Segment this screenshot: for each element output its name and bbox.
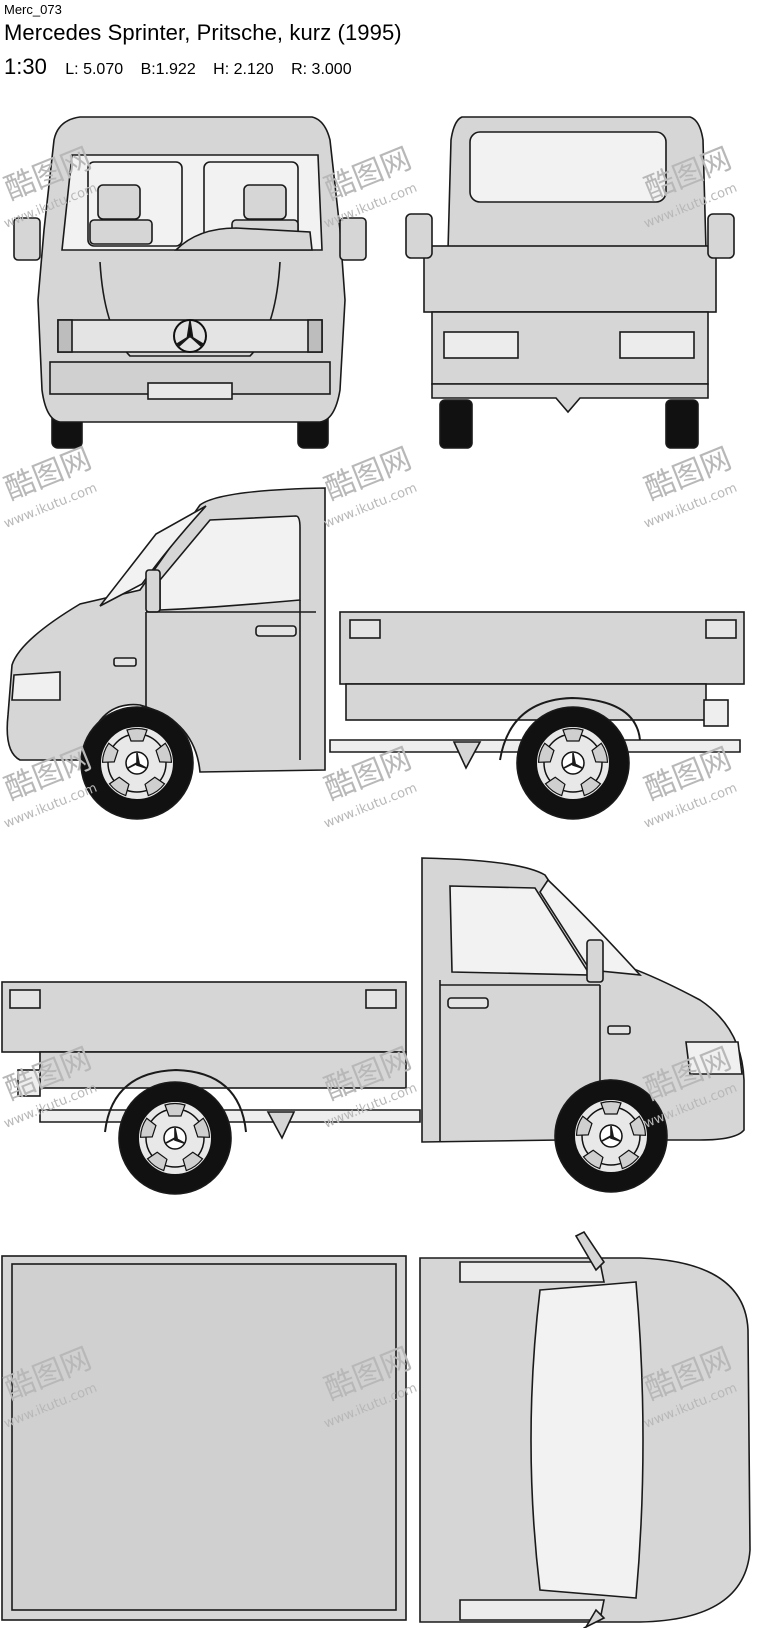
side-view-left — [6, 487, 745, 820]
spec-width: B:1.922 — [140, 61, 196, 78]
front-view — [13, 116, 367, 449]
spec-radius: R: 3.000 — [291, 61, 352, 78]
scale-ratio: 1:30 — [4, 54, 47, 79]
drawing-code: Merc_073 — [4, 2, 62, 17]
drawing-title: Mercedes Sprinter, Pritsche, kurz (1995) — [4, 20, 402, 45]
spec-height: H: 2.120 — [213, 61, 274, 78]
top-view — [1, 1230, 751, 1628]
spec-length: L: 5.070 — [65, 61, 124, 78]
rear-view — [405, 116, 735, 449]
side-view-right — [1, 857, 745, 1195]
spec-line: 1:30 L: 5.070 B:1.922 H: 2.120 R: 3.000 — [4, 54, 365, 80]
